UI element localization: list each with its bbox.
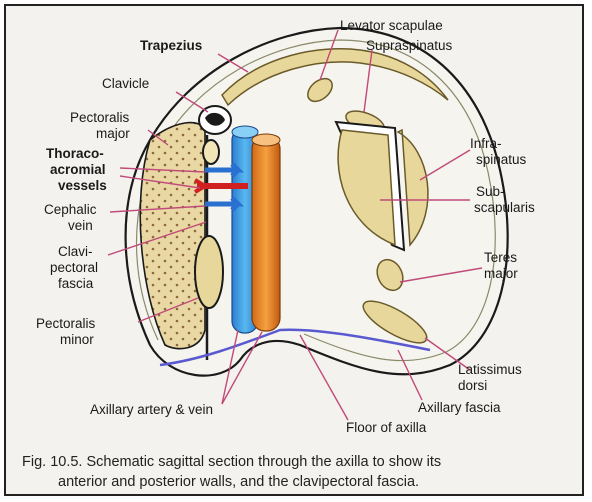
label-clavicle: Clavicle — [102, 76, 149, 91]
label-thoraco-line1: Thoraco- — [46, 146, 104, 161]
label-latissimus-line1: Latissimus — [458, 362, 522, 377]
label-floor-of-axilla: Floor of axilla — [346, 420, 427, 435]
axillary-artery-top — [252, 134, 280, 146]
subclavius-muscle — [203, 140, 219, 164]
label-infraspinatus-line1: Infra- — [470, 136, 502, 151]
label-teres-major-line2: major — [484, 266, 518, 281]
caption-line-1: Fig. 10.5. Schematic sagittal section th… — [22, 454, 441, 470]
label-clavi-line2: pectoral — [50, 260, 98, 275]
label-pectoralis-minor-line1: Pectoralis — [36, 316, 96, 331]
label-clavi-line3: fascia — [58, 276, 94, 291]
axillary-artery — [252, 136, 280, 331]
label-cephalic-line1: Cephalic — [44, 202, 97, 217]
label-levator-scapulae: Levator scapulae — [340, 18, 443, 33]
label-subscapularis-line2: scapularis — [474, 200, 535, 215]
pectoralis-minor-muscle — [195, 236, 223, 308]
label-cephalic-line2: vein — [68, 218, 93, 233]
label-pectoralis-major-line2: major — [96, 126, 130, 141]
label-pectoralis-major-line1: Pectoralis — [70, 110, 130, 125]
label-infraspinatus-line2: spinatus — [476, 152, 527, 167]
label-teres-major-line1: Teres — [484, 250, 517, 265]
label-thoraco-line3: vessels — [58, 178, 107, 193]
axillary-vein-top — [232, 126, 258, 138]
label-pectoralis-minor-line2: minor — [60, 332, 94, 347]
label-thoraco-line2: acromial — [50, 162, 106, 177]
label-axillary-fascia: Axillary fascia — [418, 400, 501, 415]
label-subscapularis-line1: Sub- — [476, 184, 505, 199]
label-trapezius: Trapezius — [140, 38, 202, 53]
label-supraspinatus: Supraspinatus — [366, 38, 453, 53]
caption-line-2: anterior and posterior walls, and the cl… — [58, 474, 419, 490]
label-axillary-artery-vein: Axillary artery & vein — [90, 402, 213, 417]
label-clavi-line1: Clavi- — [58, 244, 93, 259]
label-latissimus-line2: dorsi — [458, 378, 487, 393]
